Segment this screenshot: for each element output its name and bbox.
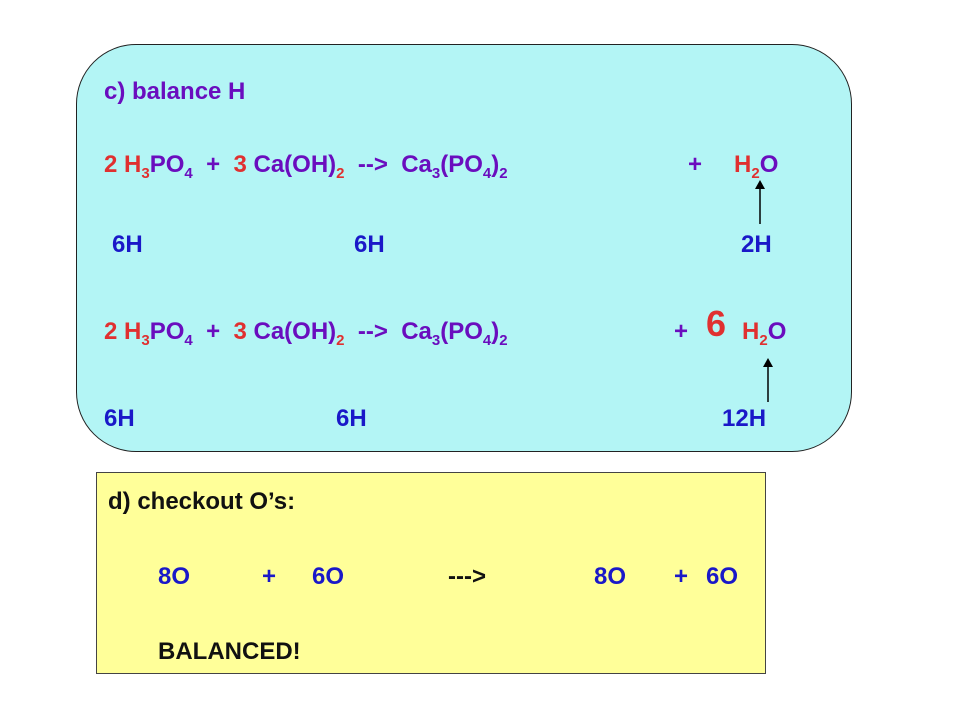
up-arrow-icon <box>763 358 773 402</box>
formula-ca3po42: Ca3(PO4)2 <box>401 151 508 182</box>
o-count-reactant-1: 8O <box>158 563 191 590</box>
plus-sign: + <box>206 151 221 178</box>
section-c-title: c) balance H <box>104 78 246 105</box>
balanced-label: BALANCED! <box>158 638 301 665</box>
formula-h3po4: H3PO4 <box>124 318 193 349</box>
equation-2: 2 H3PO4 + 3 Ca(OH)2 --> Ca3(PO4)2 <box>104 318 508 349</box>
up-arrow-icon <box>755 180 765 224</box>
coefficient-caoh2: 3 <box>233 151 247 178</box>
formula-caoh2: Ca(OH)2 <box>253 151 345 182</box>
h-count-reactant-2: 6H <box>336 405 367 432</box>
o-count-product-2: 6O <box>706 563 739 590</box>
o-count-reactant-2: 6O <box>312 563 345 590</box>
h-count-reactant-2: 6H <box>354 231 385 258</box>
plus-sign-2: + <box>688 151 703 178</box>
formula-caoh2: Ca(OH)2 <box>253 318 345 349</box>
plus-sign: + <box>206 318 221 345</box>
reaction-arrow: --> <box>357 151 388 178</box>
formula-ca3po42: Ca3(PO4)2 <box>401 318 508 349</box>
o-count-product-1: 8O <box>594 563 627 590</box>
checkout-o-panel <box>96 472 766 674</box>
coefficient-h3po4: 2 <box>104 151 118 178</box>
plus-sign-2: + <box>674 563 689 590</box>
plus-sign: + <box>262 563 277 590</box>
equation-1: 2 H3PO4 + 3 Ca(OH)2 --> Ca3(PO4)2 <box>104 151 508 182</box>
formula-h3po4: H3PO4 <box>124 151 193 182</box>
balance-h-panel <box>76 44 852 452</box>
reaction-arrow: ---> <box>448 563 486 590</box>
formula-h2o: H2O <box>742 318 787 349</box>
formula-h2o: H2O <box>734 151 779 182</box>
plus-sign-2: + <box>674 318 689 345</box>
section-d-title: d) checkout O’s: <box>108 488 296 515</box>
coefficient-h3po4: 2 <box>104 318 118 345</box>
h-count-reactant-1: 6H <box>112 231 143 258</box>
reaction-arrow: --> <box>357 318 388 345</box>
coefficient-caoh2: 3 <box>233 318 247 345</box>
h-count-reactant-1: 6H <box>104 405 135 432</box>
h-count-product: 12H <box>722 405 767 432</box>
coefficient-h2o: 6 <box>706 303 727 344</box>
h-count-product: 2H <box>741 231 772 258</box>
